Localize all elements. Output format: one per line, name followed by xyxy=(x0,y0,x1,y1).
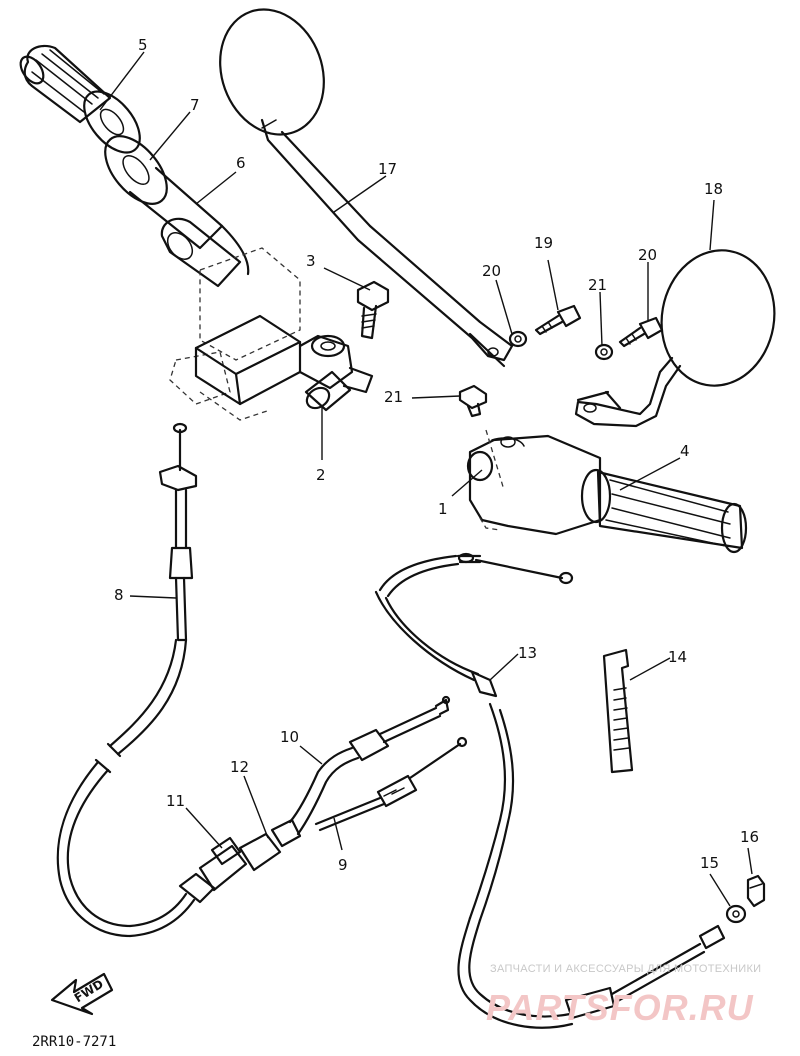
callout-20a: 20 xyxy=(482,262,501,280)
leader-lines xyxy=(99,51,753,907)
callout-7: 7 xyxy=(190,96,200,114)
mirror-bolt-right xyxy=(618,316,664,348)
callout-21: 21 xyxy=(384,388,403,406)
cable-tie xyxy=(602,648,634,774)
cable-nut xyxy=(746,874,766,908)
left-mirror xyxy=(219,8,514,368)
watermark: ЗАПЧАСТИ И АКСЕССУАРЫ ДЛЯ МОТОТЕХНИКИ PA… xyxy=(486,963,761,1028)
cable-washer xyxy=(725,904,747,924)
throttle-housing xyxy=(466,429,602,536)
fwd-arrow: FWD xyxy=(50,972,114,1016)
mirror-washer-left xyxy=(508,330,528,348)
callout-13: 13 xyxy=(518,644,537,662)
callout-11: 11 xyxy=(166,792,185,810)
callout-2: 2 xyxy=(316,466,326,484)
callout-19a: 19 xyxy=(534,234,553,252)
callout-19b: 20 xyxy=(638,246,657,264)
cable-junction xyxy=(178,818,302,904)
callout-15: 15 xyxy=(700,854,719,872)
left-grip xyxy=(19,44,112,124)
watermark-tagline: ЗАПЧАСТИ И АКСЕССУАРЫ ДЛЯ МОТОТЕХНИКИ xyxy=(490,963,761,975)
holder-bolt xyxy=(356,280,390,340)
throttle-cable-screw xyxy=(458,384,488,418)
cable-10 xyxy=(288,695,451,836)
mirror-washer-right xyxy=(594,343,614,361)
right-grip xyxy=(580,468,748,554)
right-mirror xyxy=(574,249,776,428)
mirror-bolt-left xyxy=(534,304,582,336)
callout-18: 18 xyxy=(704,180,723,198)
left-grip-washer xyxy=(83,90,141,154)
clutch-cable xyxy=(56,422,198,938)
callout-8: 8 xyxy=(114,586,124,604)
callout-3: 3 xyxy=(306,252,316,270)
callout-6: 6 xyxy=(236,154,246,172)
throttle-cable xyxy=(374,552,726,1029)
callout-16: 16 xyxy=(740,828,759,846)
callout-1: 1 xyxy=(438,500,448,518)
left-handlebar xyxy=(128,166,250,288)
callout-20b: 21 xyxy=(588,276,607,294)
callout-labels: 5 7 6 3 2 17 20 19 21 20 18 21 1 4 8 10 … xyxy=(114,36,759,874)
callout-14: 14 xyxy=(668,648,687,666)
callout-17: 17 xyxy=(378,160,397,178)
callout-9: 9 xyxy=(338,856,348,874)
callout-4: 4 xyxy=(680,442,690,460)
handlebar-holder xyxy=(169,247,374,421)
handlebar-spacer xyxy=(104,135,168,205)
cable-9 xyxy=(314,736,468,832)
callout-10: 10 xyxy=(280,728,299,746)
callout-12: 12 xyxy=(230,758,249,776)
watermark-brand: PARTSFOR.RU xyxy=(486,987,754,1028)
callout-5: 5 xyxy=(138,36,148,54)
drawing-code: 2RR10-7271 xyxy=(32,1034,116,1050)
